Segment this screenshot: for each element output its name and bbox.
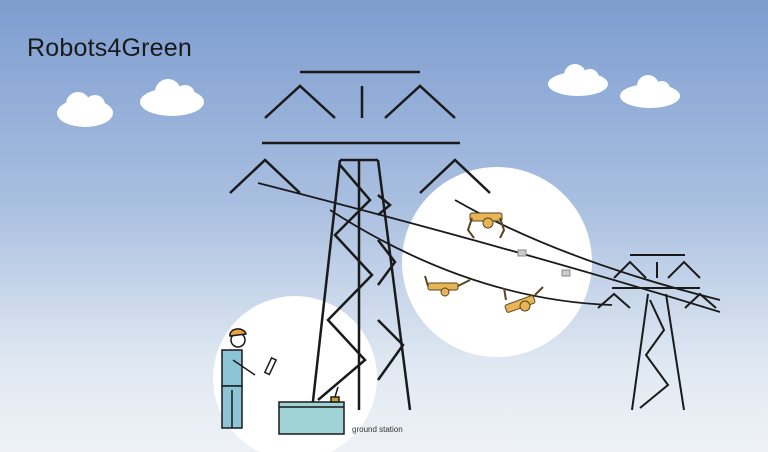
controller <box>263 356 278 376</box>
cloud-right-2 <box>620 75 680 108</box>
line-clamps <box>517 249 571 277</box>
highlight-circle-robots <box>402 167 592 357</box>
ground-station-label: ground station <box>352 425 403 434</box>
worker-helmet <box>229 328 247 337</box>
cloud-left-2 <box>140 79 204 116</box>
robot-1 <box>466 212 506 239</box>
robots <box>424 212 544 313</box>
clouds <box>57 64 680 127</box>
main-pylon <box>229 70 491 411</box>
worker-torso <box>221 349 243 387</box>
worker <box>221 328 278 429</box>
robot-2 <box>424 275 471 297</box>
cloud-left-1 <box>57 92 113 127</box>
brand-logo: Robots4Green <box>27 34 192 62</box>
robot-3 <box>503 286 544 313</box>
small-pylon <box>597 254 717 411</box>
cloud-right-1 <box>548 64 608 96</box>
ground-station-box <box>278 386 345 435</box>
